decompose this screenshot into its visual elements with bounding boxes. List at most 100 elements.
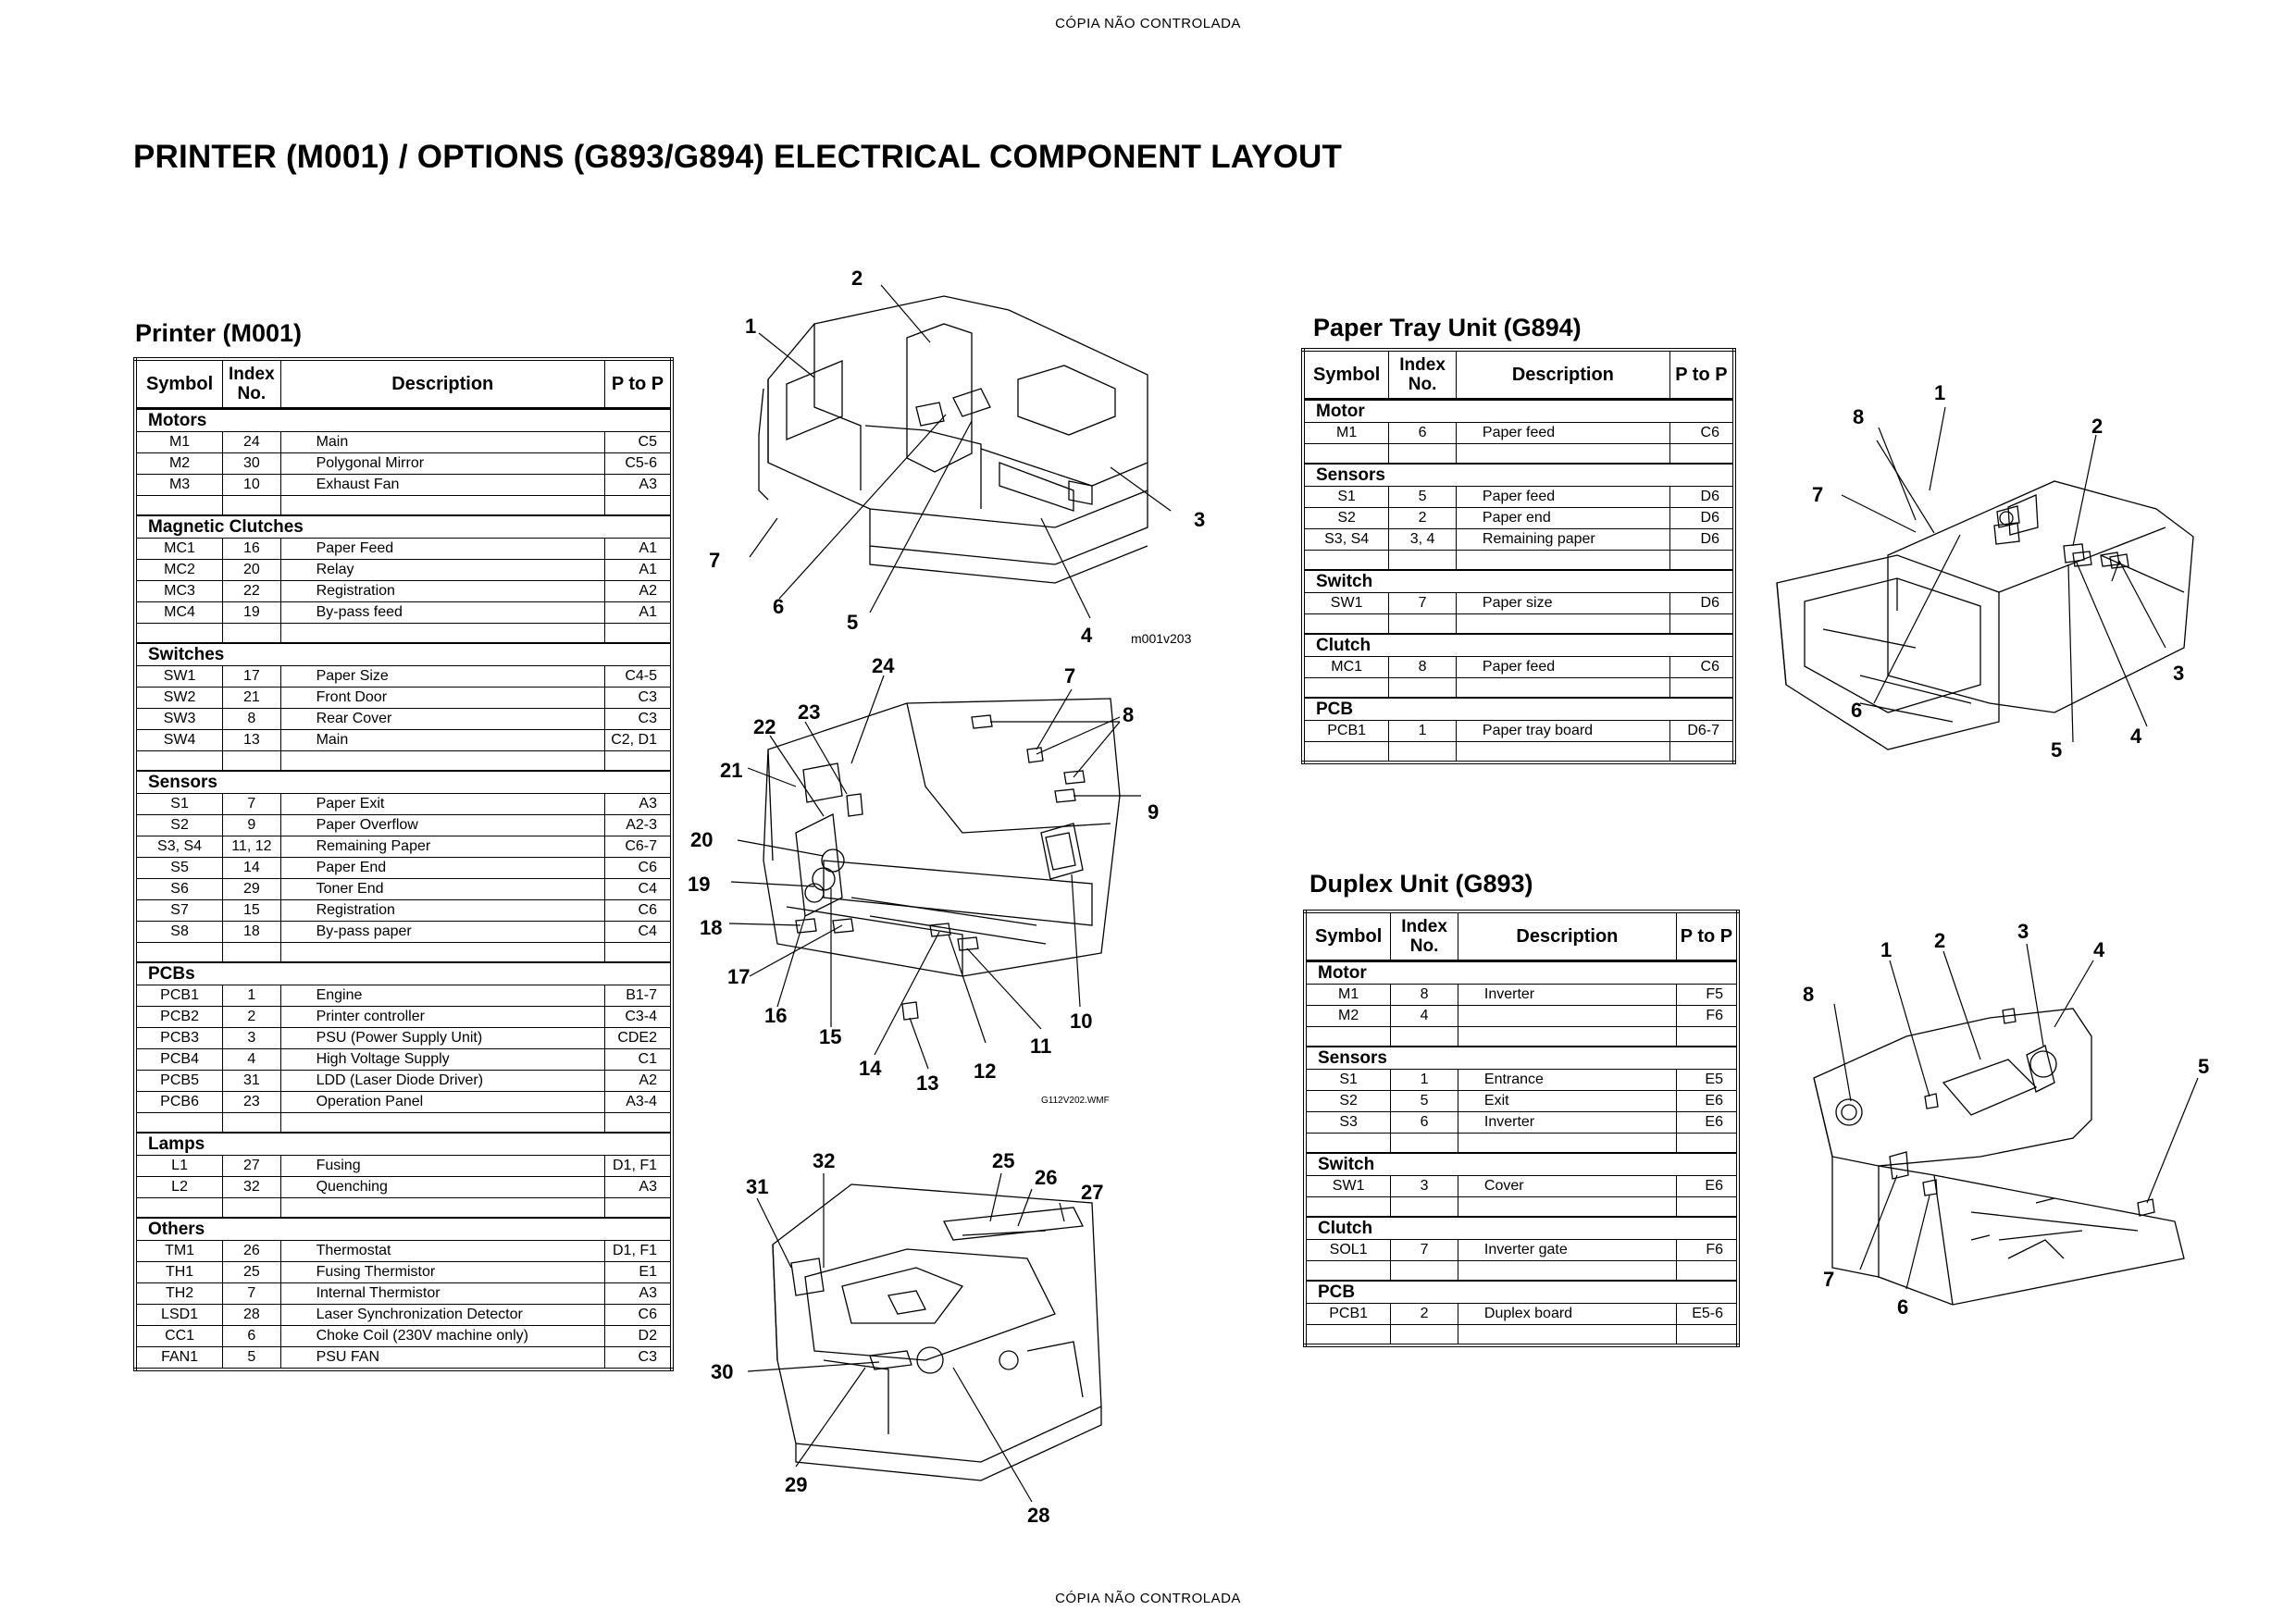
category-row: Motor <box>1303 398 1734 423</box>
cell-symbol: PCB4 <box>134 1048 224 1071</box>
duplex-section-title: Duplex Unit (G893) <box>1309 870 1533 898</box>
category-row: Clutch <box>1305 1216 1738 1240</box>
empty-cell <box>134 1197 224 1219</box>
category-label: Clutch <box>1303 633 1734 657</box>
cell-symbol: S7 <box>134 899 224 922</box>
cell-symbol: PCB3 <box>134 1027 224 1049</box>
empty-cell <box>1457 1260 1677 1282</box>
cell-index: 11, 12 <box>222 836 281 858</box>
category-row: Sensors <box>1305 1046 1738 1070</box>
cell-index: 14 <box>222 857 281 879</box>
cell-ptop: D2 <box>603 1325 673 1347</box>
empty-cell <box>134 942 224 963</box>
cell-symbol: M2 <box>1304 1005 1392 1027</box>
empty-cell <box>222 623 281 644</box>
spacer-row <box>134 495 673 516</box>
cell-index: 4 <box>222 1048 281 1071</box>
cell-ptop: C6 <box>603 1304 673 1326</box>
cell-index: 7 <box>1388 592 1457 614</box>
empty-cell <box>1455 550 1670 571</box>
empty-cell <box>1390 1133 1458 1154</box>
callout-3: 3 <box>1194 508 1205 531</box>
cell-ptop: C3-4 <box>603 1006 673 1028</box>
cell-index: 30 <box>222 452 281 475</box>
cell-ptop: A2-3 <box>603 814 673 836</box>
cell-ptop: D6 <box>1669 507 1735 529</box>
tray-callout-7: 7 <box>1812 483 1823 506</box>
category-row: Motors <box>135 407 672 432</box>
cell-ptop: C3 <box>603 1346 673 1370</box>
cell-symbol: TH1 <box>134 1261 224 1283</box>
paper-tray-diagram: 1 2 3 4 5 6 7 8 <box>1776 381 2194 762</box>
cell-symbol: M2 <box>134 452 224 475</box>
cell-symbol: FAN1 <box>134 1346 224 1370</box>
spacer-row <box>1304 1026 1739 1047</box>
watermark-bottom: CÓPIA NÃO CONTROLADA <box>1055 1591 1241 1606</box>
callout-26: 26 <box>1035 1166 1057 1189</box>
callout-30: 30 <box>711 1360 733 1383</box>
cell-symbol: S1 <box>1304 1069 1392 1091</box>
spacer-row <box>134 750 673 772</box>
empty-cell <box>1304 1133 1392 1154</box>
category-label: PCB <box>1305 1280 1738 1304</box>
duplex-callout-5: 5 <box>2198 1055 2209 1078</box>
callout-2: 2 <box>851 268 863 290</box>
cell-description: Paper End <box>279 857 605 879</box>
callout-8: 8 <box>1123 703 1134 726</box>
empty-cell <box>1390 1196 1458 1218</box>
cell-description: Paper feed <box>1455 656 1670 678</box>
spacer-row <box>1304 1133 1739 1154</box>
cell-description: Paper feed <box>1455 422 1670 444</box>
spacer-row <box>134 1197 673 1219</box>
cell-ptop: D6 <box>1669 486 1735 508</box>
callout-9: 9 <box>1148 800 1159 824</box>
cell-description: Relay <box>279 559 605 581</box>
empty-cell <box>1388 741 1457 763</box>
category-label: Clutch <box>1305 1216 1738 1240</box>
cell-description: Paper end <box>1455 507 1670 529</box>
cell-index: 8 <box>1390 984 1458 1006</box>
category-label: Switches <box>135 642 672 666</box>
cell-index: 6 <box>222 1325 281 1347</box>
empty-cell <box>1390 1260 1458 1282</box>
cell-description: Exhaust Fan <box>279 474 605 496</box>
callout-27: 27 <box>1081 1181 1103 1204</box>
cell-description: LDD (Laser Diode Driver) <box>279 1070 605 1092</box>
cell-description: Internal Thermistor <box>279 1282 605 1305</box>
callout-15: 15 <box>819 1025 841 1048</box>
spacer-row <box>134 942 673 963</box>
header-index-line2: No. <box>1409 936 1439 956</box>
cell-ptop: A3 <box>603 1282 673 1305</box>
callout-29: 29 <box>785 1473 807 1496</box>
callout-6: 6 <box>773 595 784 618</box>
cell-symbol: M1 <box>1302 422 1390 444</box>
cell-description: Printer controller <box>279 1006 605 1028</box>
category-row: PCB <box>1305 1280 1738 1304</box>
empty-cell <box>1302 550 1390 571</box>
spacer-row <box>1304 1260 1739 1282</box>
empty-cell <box>1304 1324 1392 1346</box>
empty-cell <box>1669 550 1735 571</box>
cell-index: 28 <box>222 1304 281 1326</box>
diagram-caption: m001v203 <box>1131 631 1192 646</box>
callout-25: 25 <box>992 1149 1014 1172</box>
cell-description: Main <box>279 431 605 453</box>
empty-cell <box>1302 741 1390 763</box>
cell-index: 25 <box>222 1261 281 1283</box>
cell-index: 21 <box>222 687 281 709</box>
cell-ptop: F5 <box>1675 984 1739 1006</box>
empty-cell <box>279 1112 605 1134</box>
